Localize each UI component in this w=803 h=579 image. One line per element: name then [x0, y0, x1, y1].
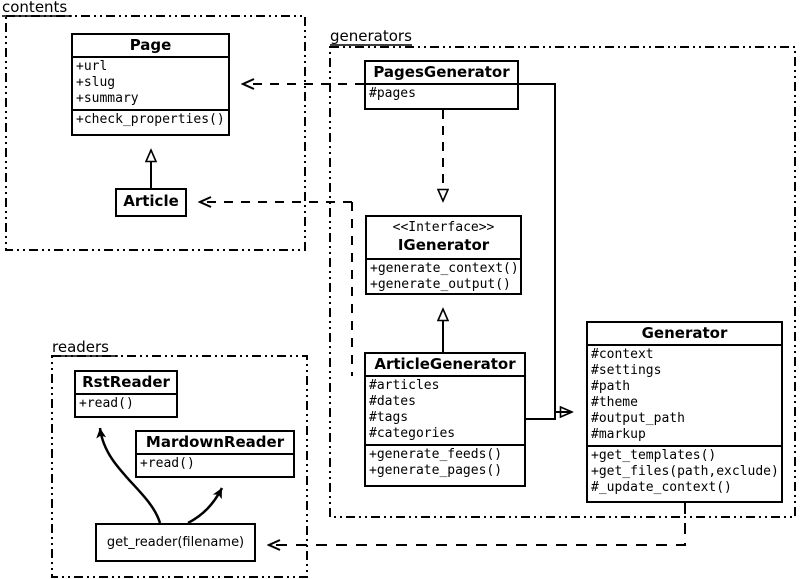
class-box-igenerator[interactable]: <<Interface>> IGenerator +generate_conte… [365, 215, 522, 295]
function-label-get-reader: get_reader(filename) [106, 535, 245, 550]
class-attributes-article-generator: #articles #dates #tags #categories [366, 375, 524, 444]
attribute-row: #pages [369, 86, 416, 101]
class-attributes-generator: #context #settings #path #theme #output_… [588, 344, 781, 445]
method-row: +read() [79, 396, 134, 411]
attribute-row: #dates [369, 394, 416, 409]
method-row: +generate_pages() [369, 463, 503, 478]
class-name-article: Article [123, 192, 179, 210]
dependency-generator-to-getreader [269, 503, 686, 545]
package-label-contents: contents [2, 0, 68, 16]
attribute-row: #tags [369, 410, 409, 425]
class-name-igenerator: IGenerator [397, 236, 490, 254]
class-box-generator[interactable]: Generator #context #settings #path #them… [586, 321, 783, 503]
attribute-row: #output_path [591, 411, 685, 426]
class-name-pages-generator: PagesGenerator [373, 63, 510, 81]
class-box-article[interactable]: Article [115, 188, 187, 217]
function-box-get-reader[interactable]: get_reader(filename) [95, 523, 256, 562]
class-box-mardown-reader[interactable]: MardownReader +read() [135, 430, 295, 478]
class-box-page[interactable]: Page +url +slug +summary +check_properti… [71, 33, 230, 136]
class-box-rst-reader[interactable]: RstReader +read() [74, 370, 178, 418]
class-name-mardown-reader: MardownReader [145, 433, 285, 451]
package-boundary-generators [329, 46, 796, 518]
package-label-generators: generators [330, 27, 412, 45]
method-row: #_update_context() [591, 480, 732, 495]
attribute-row: +url [76, 59, 108, 74]
method-row: +check_properties() [76, 112, 225, 127]
attribute-row: #markup [591, 427, 646, 442]
class-name-generator: Generator [641, 324, 728, 342]
attribute-row: +slug [76, 75, 116, 90]
class-name-article-generator: ArticleGenerator [374, 355, 516, 373]
method-row: +generate_context() [370, 261, 519, 276]
class-attributes-pages-generator: #pages [366, 83, 517, 104]
stereotype-interface: <<Interface>> [392, 220, 495, 235]
generalization-pagesgenerator-to-generator [519, 83, 572, 412]
curved-arrow-getreader-to-mardownreader [187, 487, 224, 525]
attribute-row: #context [591, 347, 654, 362]
attribute-row: #path [591, 379, 631, 394]
class-methods-article-generator: +generate_feeds() +generate_pages() [366, 444, 524, 481]
method-row: +read() [140, 456, 195, 471]
class-header-igenerator: <<Interface>> IGenerator [367, 217, 520, 258]
package-boundary-readers [51, 355, 308, 578]
method-row: +generate_output() [370, 277, 511, 292]
method-row: +generate_feeds() [369, 447, 503, 462]
method-row: +get_files(path,exclude) [591, 464, 779, 479]
class-methods-mardown-reader: +read() [137, 453, 293, 474]
class-name-rst-reader: RstReader [82, 373, 170, 391]
class-methods-generator: +get_templates() +get_files(path,exclude… [588, 445, 781, 498]
class-methods-rst-reader: +read() [76, 393, 176, 414]
class-box-pages-generator[interactable]: PagesGenerator #pages [364, 60, 519, 110]
package-boundary-contents [5, 15, 306, 251]
attribute-row: +summary [76, 91, 139, 106]
attribute-row: #articles [369, 378, 440, 393]
class-methods-page: +check_properties() [73, 109, 228, 130]
method-row: +get_templates() [591, 448, 717, 463]
generalization-articlegenerator-to-generator [526, 411, 572, 420]
attribute-row: #categories [369, 426, 456, 441]
curved-arrow-getreader-to-rstreader [96, 427, 162, 524]
class-methods-igenerator: +generate_context() +generate_output() [367, 258, 520, 295]
attribute-row: #settings [591, 363, 662, 378]
class-box-article-generator[interactable]: ArticleGenerator #articles #dates #tags … [364, 352, 526, 487]
attribute-row: #theme [591, 395, 638, 410]
class-attributes-page: +url +slug +summary [73, 56, 228, 109]
class-name-page: Page [129, 36, 172, 54]
package-label-readers: readers [52, 338, 109, 356]
